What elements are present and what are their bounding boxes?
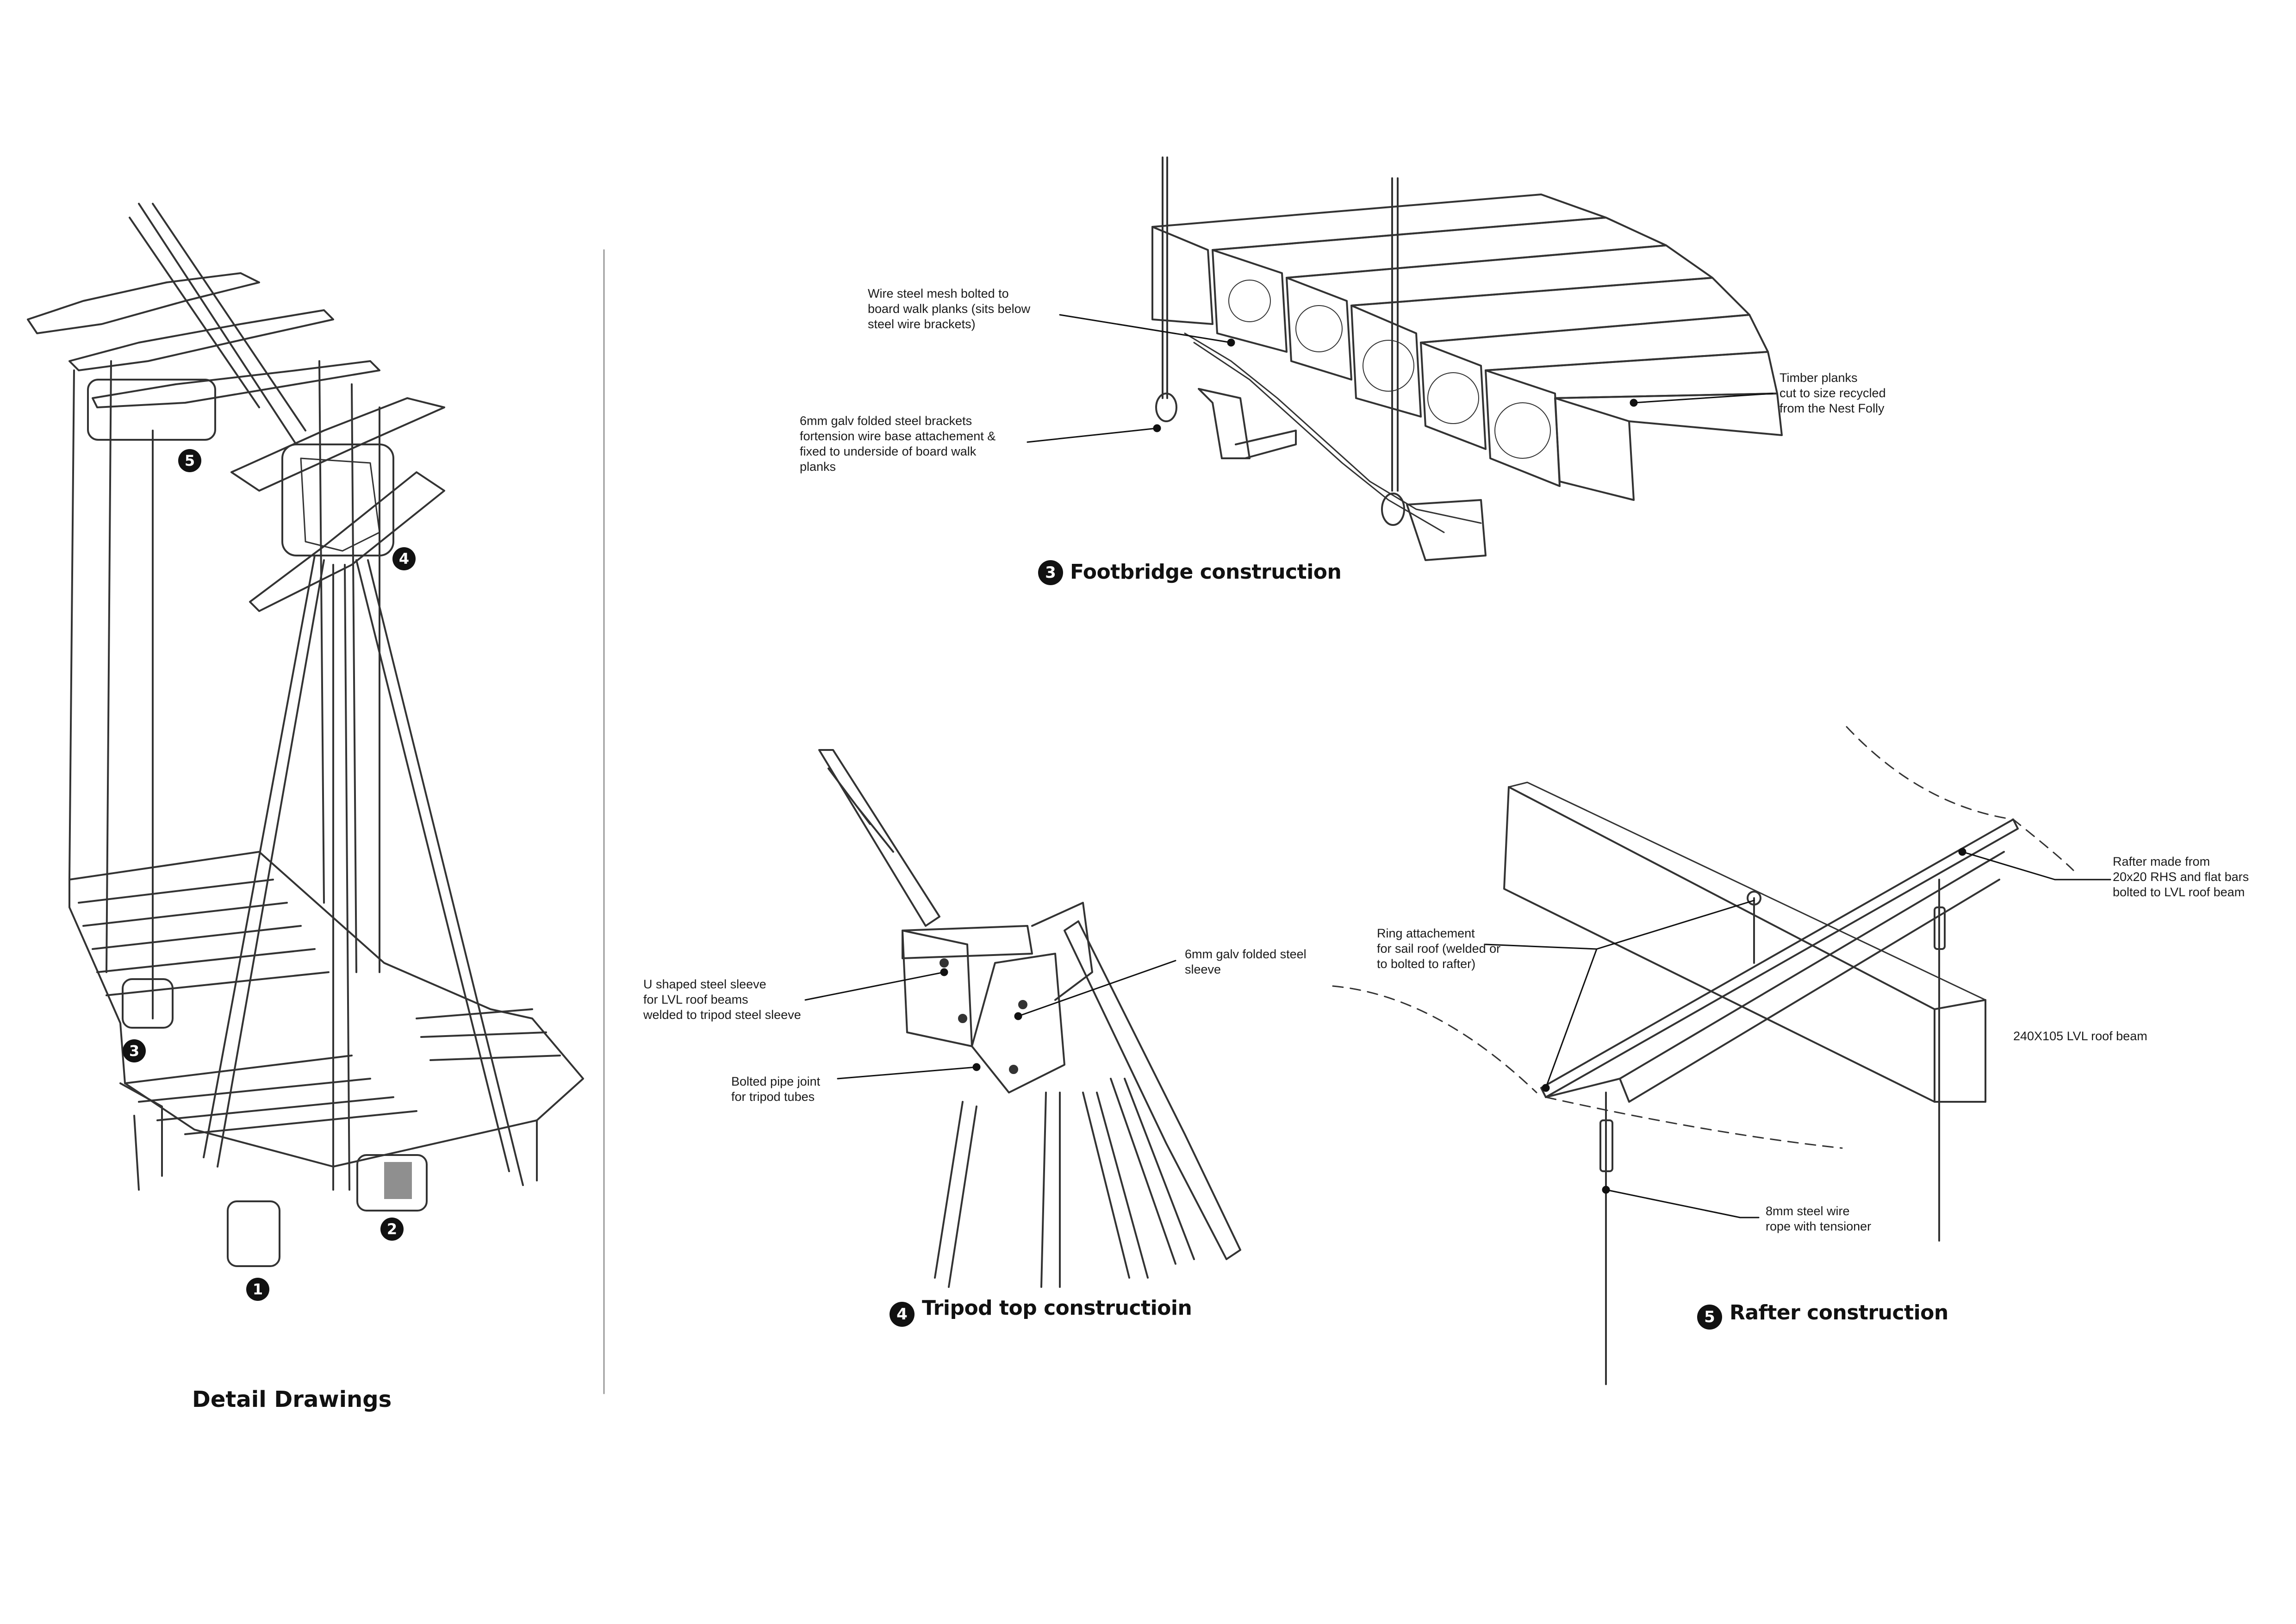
rafter-caption: Rafter construction <box>1730 1301 1948 1324</box>
label-wire-mesh: Wire steel mesh bolted to board walk pla… <box>868 287 1031 331</box>
tripod-leaders <box>804 960 1176 1080</box>
label-galv-brackets: 6mm galv folded steel brackets fortensio… <box>800 414 996 474</box>
label-steel-wire: 8mm steel wire rope with tensioner <box>1766 1204 1872 1233</box>
label-pipe-joint: Bolted pipe joint for tripod tubes <box>731 1074 821 1104</box>
marker-3: 3 <box>123 1039 146 1062</box>
tripod-detail-sketch <box>818 749 1241 1288</box>
overview-sketch <box>27 203 584 1267</box>
marker-1: 1 <box>246 1278 269 1301</box>
rafter-detail-sketch <box>1332 726 2074 1385</box>
footbridge-number-badge: 3 <box>1038 560 1063 585</box>
footbridge-caption: Footbridge construction <box>1070 560 1342 584</box>
label-ring-attachment: Ring attachement for sail roof (welded o… <box>1377 926 1501 971</box>
label-galv-sleeve: 6mm galv folded steel sleeve <box>1185 947 1307 976</box>
footbridge-detail-sketch <box>1151 156 1783 561</box>
marker-4: 4 <box>392 547 416 570</box>
label-timber-planks: Timber planks cut to size recycled from … <box>1780 371 1886 415</box>
page-title: Detail Drawings <box>192 1387 392 1412</box>
tripod-caption: Tripod top constructioin <box>922 1296 1192 1320</box>
rafter-number-badge: 5 <box>1697 1305 1722 1330</box>
marker-2: 2 <box>380 1218 404 1241</box>
tripod-number-badge: 4 <box>890 1302 915 1327</box>
rafter-leaders <box>1485 848 2111 1218</box>
label-u-sleeve: U shaped steel sleeve for LVL roof beams… <box>643 977 801 1022</box>
label-lvl-beam: 240X105 LVL roof beam <box>2013 1029 2147 1043</box>
label-rafter: Rafter made from 20x20 RHS and flat bars… <box>2113 855 2249 899</box>
footbridge-leaders <box>1027 314 1773 443</box>
marker-5: 5 <box>178 449 201 472</box>
